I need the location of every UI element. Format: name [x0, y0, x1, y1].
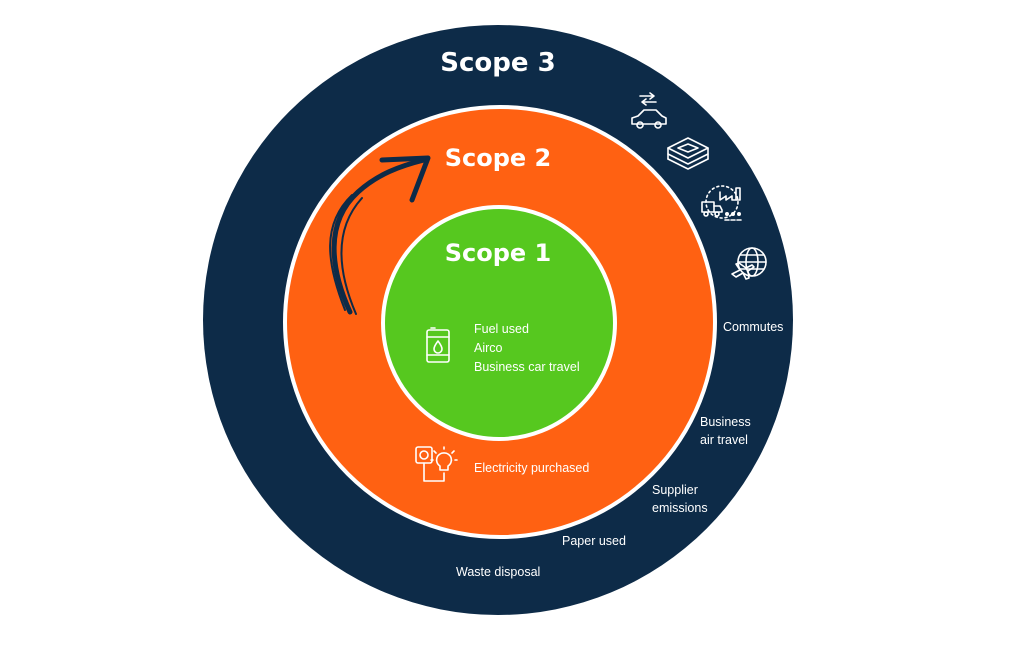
- scope2-title: Scope 2: [445, 144, 552, 172]
- scope3-title: Scope 3: [440, 48, 555, 78]
- plug-lightbulb-icon: [415, 446, 458, 482]
- airplane-globe-icon: [731, 247, 767, 280]
- scope3-supplier-emissions-line1: Supplier: [652, 483, 698, 497]
- scope3-supplier-emissions-line2: emissions: [652, 501, 708, 515]
- scope1-item-airco: Airco: [474, 341, 503, 355]
- scope3-commutes-label: Commutes: [723, 320, 783, 334]
- scope3-waste-disposal-label: Waste disposal: [456, 565, 540, 579]
- scope3-paper-used-label: Paper used: [562, 534, 626, 548]
- scope1-circle: [381, 205, 617, 441]
- supplier-factory-icon: [701, 185, 742, 221]
- scope3-business-air-travel-line2: air travel: [700, 433, 748, 447]
- car-commute-icon: [631, 92, 667, 129]
- scope2-electricity-label: Electricity purchased: [474, 461, 589, 475]
- scope1-item-fuel: Fuel used: [474, 322, 529, 336]
- scope3-business-air-travel-line1: Business: [700, 415, 751, 429]
- curved-arrow: [329, 155, 431, 315]
- paper-stack-icon: [667, 137, 709, 170]
- scope1-title: Scope 1: [445, 239, 552, 267]
- fuel-barrel-icon: [426, 327, 450, 363]
- scope1-item-business-car: Business car travel: [474, 360, 580, 374]
